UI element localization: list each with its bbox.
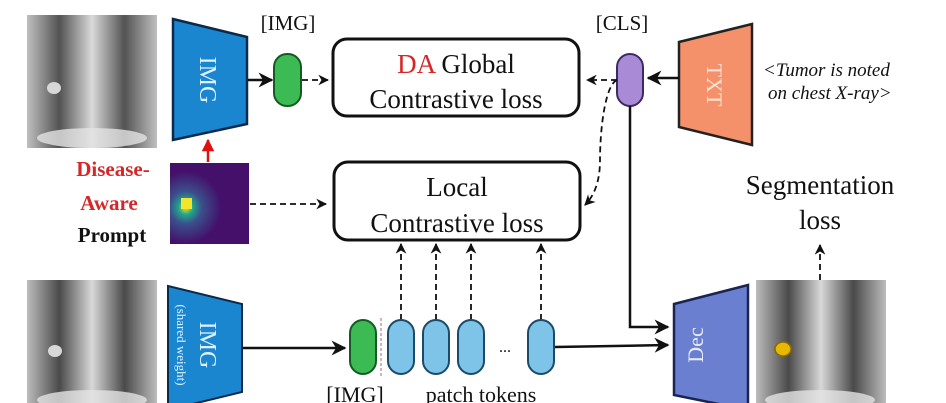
img-token-bottom-label: [IMG] bbox=[326, 382, 383, 403]
txt-encoder-label: TXT bbox=[702, 64, 727, 107]
img-encoder-bottom-label: IMG bbox=[194, 322, 220, 369]
img-encoder-top: IMG bbox=[171, 17, 249, 142]
decoder-label: Dec bbox=[683, 327, 708, 363]
disease-aware-heatmap bbox=[170, 163, 249, 244]
xray-input-bottom bbox=[27, 280, 157, 403]
local-loss-line1: Local bbox=[426, 172, 487, 202]
patch-tokens-label: patch tokens bbox=[426, 382, 537, 403]
seg-loss-line1: Segmentation bbox=[746, 170, 895, 200]
img-token-top bbox=[273, 53, 302, 107]
local-contrastive-loss-box: Local Contrastive loss bbox=[332, 160, 582, 242]
img-token-top-label: [IMG] bbox=[261, 11, 316, 35]
img-encoder-top-label: IMG bbox=[194, 57, 220, 104]
decoder: Dec bbox=[672, 283, 750, 403]
svg-text:DA Global: DA Global bbox=[397, 49, 515, 79]
global-contrastive-loss-box: DA Global Contrastive loss bbox=[331, 37, 581, 118]
ellipsis: ... bbox=[499, 339, 511, 356]
cls-token bbox=[616, 53, 644, 107]
segmentation-mask bbox=[774, 341, 792, 357]
nodule bbox=[47, 82, 61, 94]
prompt-line3: Prompt bbox=[78, 223, 146, 247]
patch-token bbox=[387, 319, 415, 375]
img-encoder-bottom: IMG (shared weight) bbox=[167, 284, 243, 403]
patch-token bbox=[527, 319, 555, 375]
local-loss-line2: Contrastive loss bbox=[370, 208, 543, 238]
prompt-line1: Disease- bbox=[76, 157, 149, 181]
text-input-line1: <Tumor is noted bbox=[763, 60, 890, 81]
xray-output-segmentation bbox=[756, 280, 886, 403]
cls-token-label: [CLS] bbox=[596, 11, 649, 35]
img-encoder-bottom-sub: (shared weight) bbox=[174, 304, 189, 385]
xray-input-top bbox=[27, 15, 157, 148]
global-loss-line2: Contrastive loss bbox=[369, 84, 542, 114]
img-token-bottom bbox=[349, 319, 377, 375]
global-loss-line1: Global bbox=[441, 49, 515, 79]
patch-token bbox=[422, 319, 450, 375]
text-input-line2: on chest X-ray> bbox=[768, 83, 892, 104]
prompt-line2: Aware bbox=[80, 191, 138, 215]
patch-token bbox=[457, 319, 485, 375]
txt-encoder: TXT bbox=[677, 22, 754, 147]
global-loss-prefix: DA bbox=[397, 49, 436, 79]
seg-loss-line2: loss bbox=[799, 205, 841, 235]
